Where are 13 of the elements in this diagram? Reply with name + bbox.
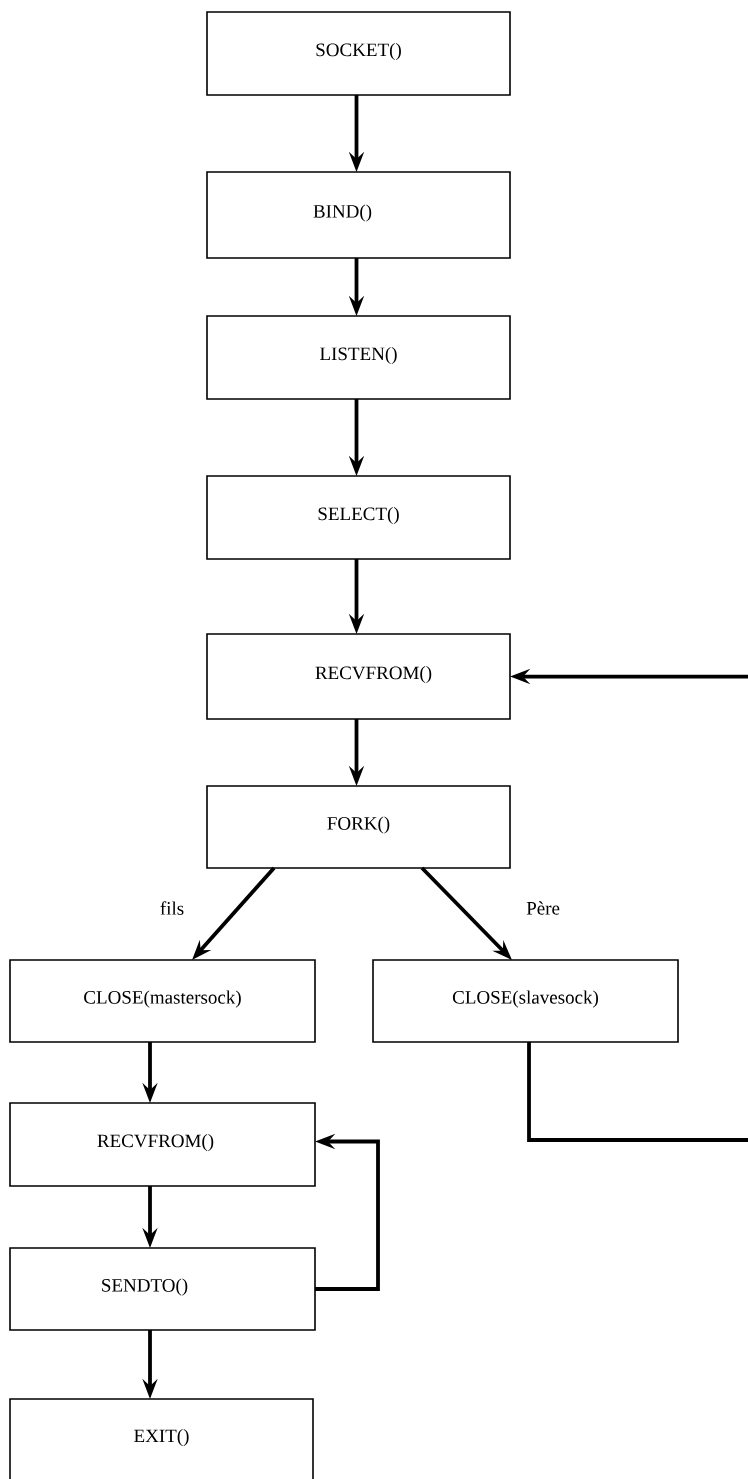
edge-label: fils <box>160 901 184 915</box>
process-box: CLOSE(mastersock) <box>9 959 316 1043</box>
edge-label: Père <box>526 901 560 915</box>
process-box: SENDTO() <box>9 1247 316 1331</box>
process-box: CLOSE(slavesock) <box>372 959 679 1043</box>
process-box: SELECT() <box>206 475 511 560</box>
process-box: SOCKET() <box>206 11 511 96</box>
process-box: RECVFROM() <box>9 1102 316 1187</box>
process-box: FORK() <box>206 785 511 869</box>
process-box: RECVFROM() <box>206 633 511 720</box>
process-box: EXIT() <box>9 1398 314 1479</box>
process-box: BIND() <box>206 171 511 259</box>
process-box: LISTEN() <box>206 315 511 400</box>
